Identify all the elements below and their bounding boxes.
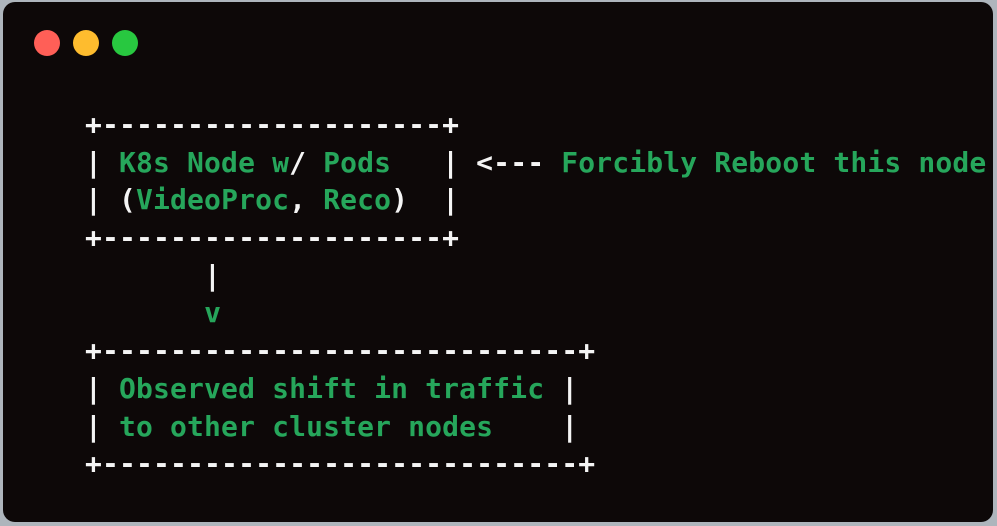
diagram-line: +--------------------+	[85, 108, 460, 141]
diagram-line: |	[85, 258, 222, 292]
close-button[interactable]	[34, 30, 60, 56]
diagram-line: +----------------------------+	[85, 447, 596, 481]
diagram-line: | (VideoProc, Reco) |	[85, 183, 460, 217]
diagram-line: +----------------------------+	[85, 334, 596, 368]
window-titlebar	[34, 30, 138, 56]
diagram-line: | K8s Node w/ Pods | <--- Forcibly Reboo…	[85, 145, 987, 179]
minimize-button[interactable]	[73, 30, 99, 56]
ascii-diagram: +--------------------+ | K8s Node w/ Pods…	[85, 106, 986, 483]
terminal-window: +--------------------+ | K8s Node w/ Pods…	[3, 2, 993, 522]
diagram-line: +--------------------+	[85, 221, 460, 255]
diagram-line: | Observed shift in traffic |	[85, 371, 579, 405]
diagram-line: | to other cluster nodes |	[85, 409, 579, 443]
diagram-line: v	[204, 296, 222, 330]
zoom-button[interactable]	[112, 30, 138, 56]
